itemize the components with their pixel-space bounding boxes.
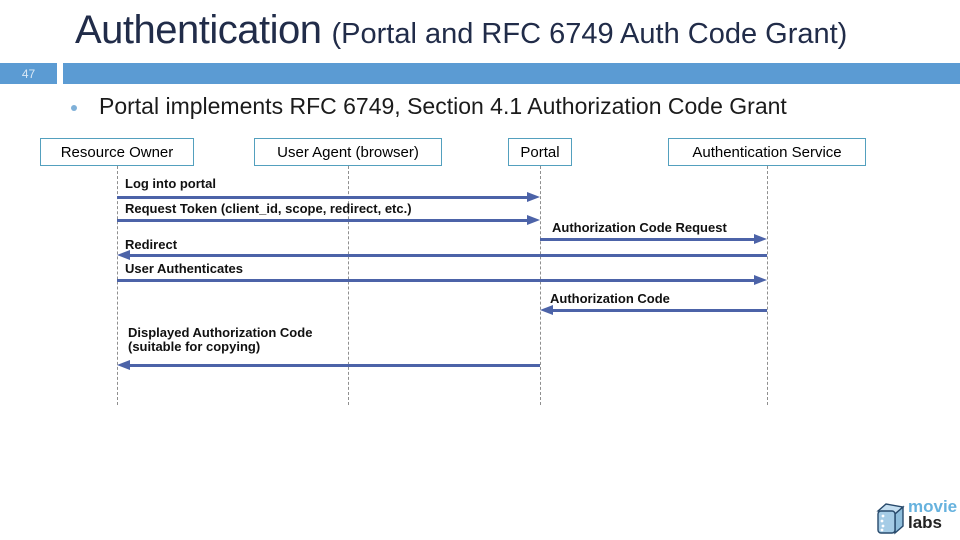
- logo-word-labs: labs: [908, 513, 943, 532]
- lifeline-authentication-service: [767, 166, 768, 405]
- message-label-displayed-auth-code: Displayed Authorization Code (suitable f…: [128, 326, 312, 354]
- lifeline-user-agent: [348, 166, 349, 405]
- page-number: 47: [0, 63, 57, 84]
- actor-authentication-service: Authentication Service: [668, 138, 866, 166]
- arrowhead-right-icon: [527, 215, 540, 225]
- message-line-log-into-portal: [117, 196, 527, 199]
- message-label-request-token: Request Token (client_id, scope, redirec…: [125, 201, 412, 216]
- actor-portal: Portal: [508, 138, 572, 166]
- slide-title: Authentication (Portal and RFC 6749 Auth…: [75, 8, 847, 53]
- arrowhead-left-icon: [117, 250, 130, 260]
- bullet-text: Portal implements RFC 6749, Section 4.1 …: [99, 93, 787, 119]
- message-label-user-authenticates: User Authenticates: [125, 261, 243, 276]
- message-label-line1: Displayed Authorization Code: [128, 325, 313, 340]
- message-line-auth-code-request: [540, 238, 754, 241]
- logo-word-movie: movie: [908, 497, 958, 516]
- message-line-authorization-code: [553, 309, 767, 312]
- accent-bar: [63, 63, 960, 84]
- arrowhead-left-icon: [117, 360, 130, 370]
- actor-resource-owner: Resource Owner: [40, 138, 194, 166]
- message-label-authorization-code: Authorization Code: [550, 291, 670, 306]
- message-label-redirect: Redirect: [125, 237, 178, 252]
- message-label-line2: (suitable for copying): [128, 339, 261, 354]
- movielabs-logo: movie labs: [874, 497, 958, 537]
- movielabs-cube-icon: [876, 503, 905, 535]
- message-line-user-authenticates: [117, 279, 754, 282]
- message-line-request-token: [117, 219, 527, 222]
- arrowhead-right-icon: [754, 275, 767, 285]
- lifeline-portal: [540, 166, 541, 405]
- message-line-redirect: [130, 254, 767, 257]
- bullet-icon: [71, 105, 77, 111]
- lifeline-resource-owner: [117, 166, 118, 405]
- page-band: 47: [0, 63, 960, 84]
- slide-title-suffix: (Portal and RFC 6749 Auth Code Grant): [331, 18, 848, 50]
- slide-title-main: Authentication: [75, 8, 322, 52]
- arrowhead-right-icon: [527, 192, 540, 202]
- actor-user-agent: User Agent (browser): [254, 138, 442, 166]
- message-label-auth-code-request: Authorization Code Request: [552, 220, 727, 235]
- message-label-log-into-portal: Log into portal: [125, 176, 216, 191]
- movielabs-wordmark: movie labs: [908, 497, 958, 532]
- message-line-displayed-auth-code: [130, 364, 540, 367]
- arrowhead-right-icon: [754, 234, 767, 244]
- arrowhead-left-icon: [540, 305, 553, 315]
